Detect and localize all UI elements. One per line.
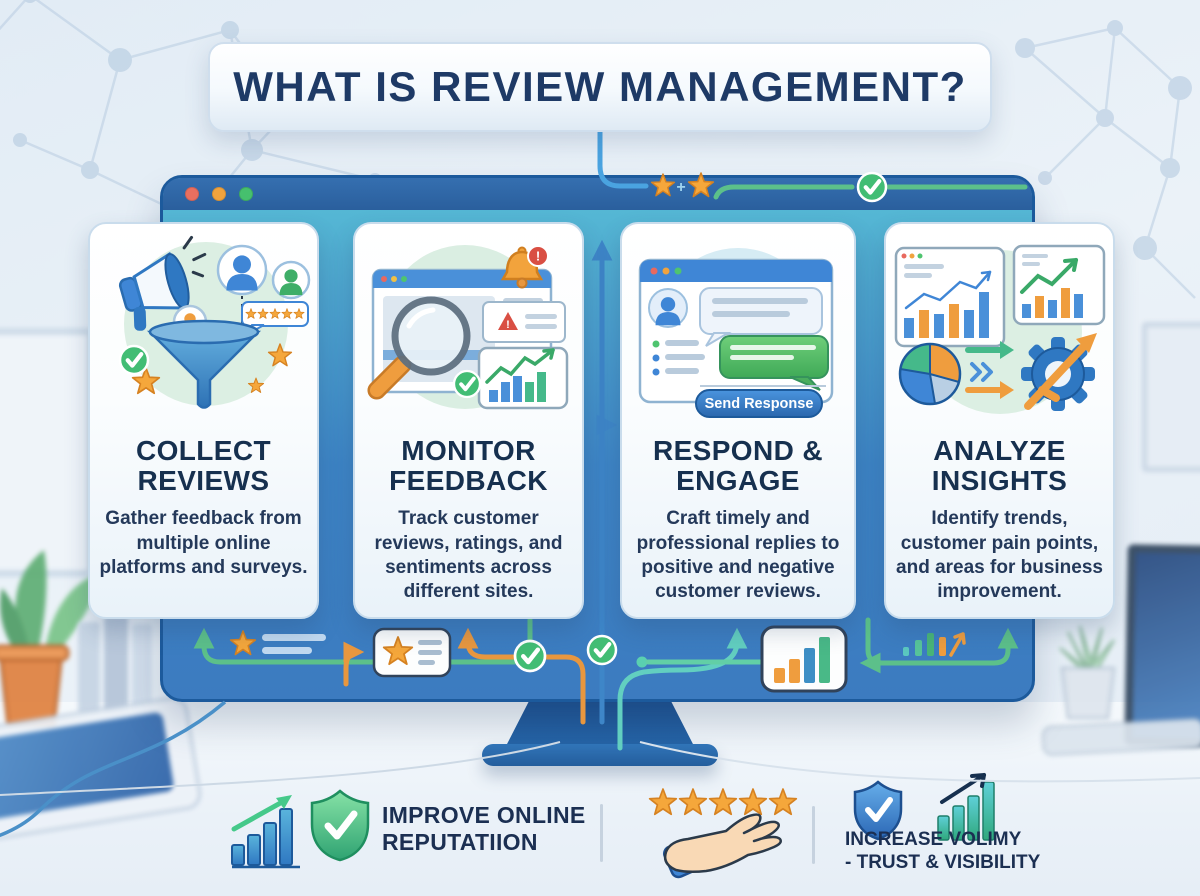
card-description: Identify trends, customer pain points, a… (896, 508, 1103, 603)
magnifier-icon (366, 296, 470, 400)
card-description: Track customer reviews, ratings, and sen… (374, 508, 563, 603)
shield-check-icon (310, 789, 370, 862)
monitor-base (482, 744, 718, 766)
book-decor (104, 616, 128, 714)
check-icon (451, 369, 482, 399)
card-respond-engage: Send Response RESPOND &ENGAGE Craft time… (620, 222, 856, 619)
book-decor (78, 622, 100, 714)
chart-window-icon (894, 246, 1005, 348)
chat-window-icon: Send Response (638, 258, 834, 418)
send-response-button: Send Response (695, 389, 823, 418)
card-description: Craft timely and professional replies to… (636, 508, 840, 603)
send-response-label: Send Response (705, 396, 814, 412)
chat-bubble-received-icon (699, 287, 823, 347)
exclamation-glyph: ! (535, 249, 539, 264)
hand-icon (662, 813, 782, 879)
footer-divider (600, 804, 603, 862)
alert-panel-icon: ! (481, 301, 566, 343)
traffic-light-green-icon (239, 187, 253, 201)
check-icon (120, 346, 148, 374)
exclamation-glyph: ! (506, 319, 510, 331)
trend-window-icon (1012, 244, 1105, 326)
chat-bubble-sent-icon (719, 335, 829, 391)
shield-trust-icon (853, 780, 903, 841)
frame-decor (1142, 322, 1200, 472)
collect-reviews-illustration (94, 235, 310, 409)
footer-divider (812, 806, 815, 864)
funnel-icon (146, 319, 261, 409)
traffic-light-red-icon (185, 187, 199, 201)
increase-trust-visibility-label: INCREASE VOLIMY - TRUST & VISIBILITY (845, 829, 1041, 874)
monitor-stand (505, 696, 695, 748)
pie-chart-icon (898, 342, 961, 406)
monitor-feedback-illustration: ! ! (366, 245, 568, 410)
network-decoration-right (1015, 20, 1196, 299)
laptop-decor (1124, 544, 1200, 747)
growth-chart-icon (231, 795, 300, 869)
arrows-icon (964, 341, 1014, 399)
growth-arrow-icon (1023, 333, 1097, 410)
chart-panel-icon (477, 346, 568, 410)
title-card: WHAT IS REVIEW MANAGEMENT? (208, 42, 992, 132)
plant-right (1059, 625, 1116, 720)
bell-icon: ! (500, 245, 549, 289)
improve-online-reputation-label: IMPROVE ONLINE REPUTATIION (382, 802, 586, 856)
page-title: WHAT IS REVIEW MANAGEMENT? (233, 63, 967, 110)
book-decor (132, 624, 152, 714)
traffic-light-yellow-icon (212, 187, 226, 201)
card-description: Gather feedback from multiple online pla… (99, 508, 308, 578)
monitor-titlebar (163, 178, 1032, 210)
respond-engage-illustration: Send Response (638, 248, 834, 418)
card-title: RESPOND &ENGAGE (652, 435, 824, 496)
analyze-insights-illustration (894, 244, 1105, 414)
